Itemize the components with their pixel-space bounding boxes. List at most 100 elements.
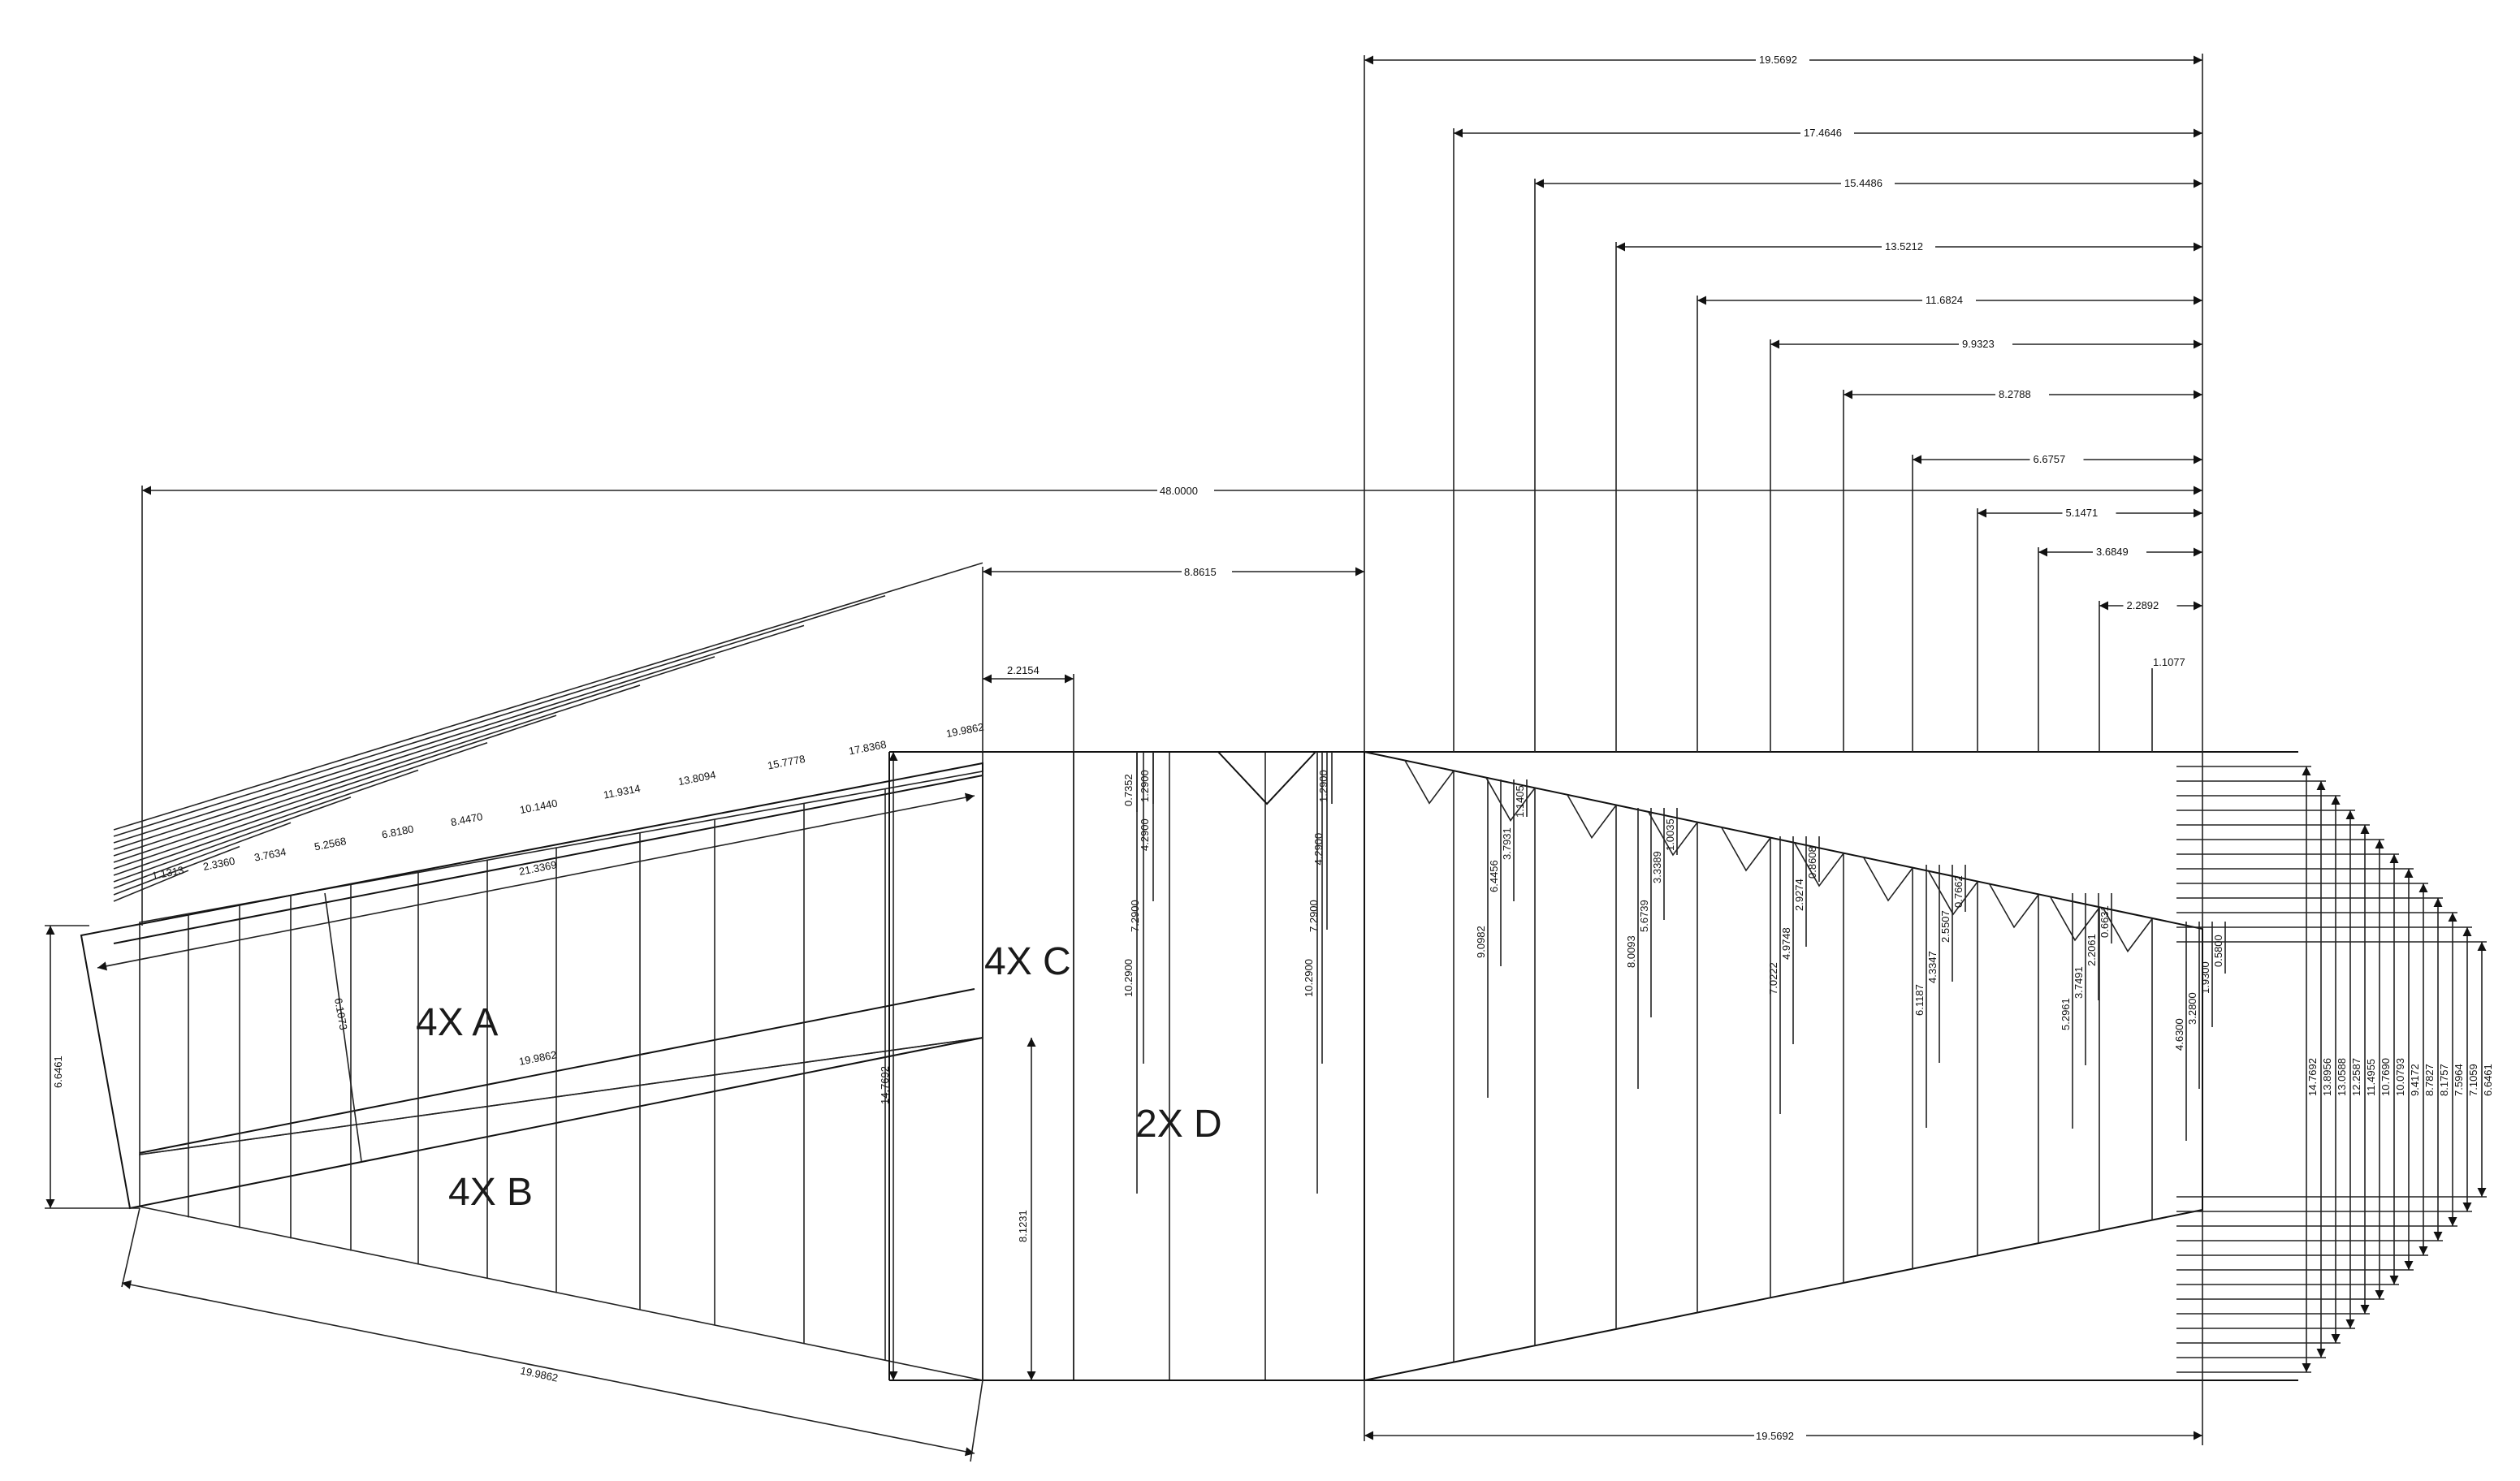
d-left-dim: 7.2900 — [1129, 900, 1141, 932]
c-width-dim: 2.2154 — [1007, 664, 1040, 676]
a-station-dim: 10.1440 — [519, 797, 559, 816]
profile-notch — [1928, 870, 1978, 916]
a-inner-length-dim: 19.9862 — [518, 1048, 558, 1068]
top-dim: 8.2788 — [1999, 388, 2031, 400]
a-station-dim: 11.9314 — [603, 782, 642, 801]
right-section-outline — [1364, 750, 2203, 1382]
profile-notch — [1794, 842, 1844, 887]
top-dim: 19.5692 — [1759, 54, 1797, 66]
profile-notch — [1721, 827, 1771, 872]
profile-dim: 1.9300 — [2199, 961, 2211, 994]
top-horizontal-dimensions: 19.5692 17.4646 15.4486 13.5212 11.6824 9.932… — [1364, 53, 2203, 929]
top-dim: 3.6849 — [2096, 546, 2129, 558]
profile-dim: 7.0222 — [1767, 962, 1779, 995]
top-dim: 17.4646 — [1804, 127, 1842, 139]
part-c-region — [982, 751, 1074, 1381]
d-left-dim: 1.2900 — [1139, 770, 1151, 802]
profile-dim: 1.0035 — [1664, 818, 1676, 851]
profile-dim: 2.5507 — [1939, 910, 1952, 943]
a-diag-dim: 6.1073 — [332, 997, 350, 1031]
a-station-dim: 6.8180 — [381, 823, 415, 840]
stack-dim: 13.0588 — [2336, 1058, 2348, 1096]
profile-notch — [2103, 908, 2153, 953]
profile-dim: 3.7491 — [2073, 966, 2085, 999]
c-lower-dim: 8.1231 — [1017, 1210, 1029, 1242]
part-c-label: 4X C — [984, 940, 1071, 983]
a-fan-line — [113, 742, 488, 870]
a-fan-line — [113, 594, 886, 837]
bottom-width-dim: 19.5692 — [1756, 1430, 1794, 1442]
a-station-dim: 3.7634 — [253, 845, 287, 863]
d-left-dim: 4.2900 — [1139, 818, 1151, 851]
profile-notch — [1567, 794, 1617, 840]
d-right-dim: 10.2900 — [1303, 959, 1315, 997]
a-station-dim: 13.8094 — [677, 769, 717, 788]
top-dim: 1.1077 — [2153, 656, 2185, 668]
profile-notch — [2050, 896, 2100, 942]
overall-width-dim: 48.0000 — [1160, 485, 1198, 497]
stack-dim: 6.6461 — [2482, 1064, 2494, 1096]
c-offset-dim: 8.8615 — [1184, 566, 1217, 578]
stack-dim: 10.7690 — [2380, 1058, 2392, 1096]
part-d-label: 2X D — [1135, 1103, 1222, 1146]
b-length-dim: 19.9862 — [519, 1364, 559, 1384]
a-height-dim: 6.6461 — [52, 1056, 64, 1088]
profile-dim: 4.9748 — [1780, 927, 1792, 960]
stack-dim: 13.8956 — [2321, 1058, 2333, 1096]
profile-dim: 8.0093 — [1625, 935, 1637, 968]
a-station-dim: 15.7778 — [767, 753, 806, 772]
top-dim: 5.1471 — [2066, 507, 2099, 519]
a-fan-line — [113, 624, 805, 844]
a-station-dim: 17.8368 — [848, 738, 888, 758]
profile-dim: 3.3389 — [1651, 851, 1663, 883]
profile-dim: 5.2961 — [2060, 998, 2072, 1030]
top-dim: 15.4486 — [1844, 177, 1882, 189]
stack-dim: 7.5964 — [2453, 1064, 2465, 1096]
c-height-dim: 14.7692 — [879, 1066, 891, 1104]
a-length-dim: 21.3369 — [518, 858, 558, 878]
stack-dim: 9.4172 — [2409, 1064, 2421, 1096]
profile-notch — [1989, 883, 2039, 929]
profile-notch — [1485, 777, 1536, 822]
a-fan-line — [113, 656, 715, 850]
top-dim: 6.6757 — [2034, 453, 2066, 465]
a-station-dim: 19.9862 — [945, 720, 985, 740]
profile-dim: 5.6739 — [1638, 900, 1650, 932]
stack-dim: 8.7827 — [2423, 1064, 2436, 1096]
top-dim: 2.2892 — [2127, 599, 2159, 611]
profile-dim: 6.1187 — [1913, 984, 1926, 1016]
profile-dim: 3.7931 — [1501, 827, 1513, 860]
stack-dim: 10.0793 — [2394, 1058, 2406, 1096]
d-left-dim: 0.7352 — [1122, 774, 1135, 806]
top-dim: 11.6824 — [1926, 294, 1963, 306]
stack-dim: 11.4955 — [2365, 1059, 2377, 1096]
profile-dim: 3.2800 — [2186, 992, 2198, 1025]
profile-dim: 4.3347 — [1926, 951, 1939, 983]
d-left-dim: 10.2900 — [1122, 959, 1135, 997]
profile-dim: 0.6631 — [2099, 905, 2111, 938]
profile-dim: 2.2061 — [2086, 934, 2098, 966]
profile-dim: 1.1405 — [1514, 785, 1526, 818]
part-a-station-dimension-fan: 1.13132.33603.76345.25686.81808.447010.1… — [113, 562, 985, 902]
stack-dim: 8.1757 — [2438, 1064, 2450, 1096]
a-fan-line — [113, 797, 352, 883]
part-b-region — [139, 1037, 983, 1381]
profile-dim: 9.0982 — [1475, 926, 1487, 958]
right-station-lines — [1364, 55, 2153, 1362]
part-a-station-lines — [188, 771, 983, 1380]
a-fan-line — [113, 562, 983, 831]
profile-dim: 2.9274 — [1793, 879, 1805, 911]
top-dim: 13.5212 — [1885, 240, 1923, 253]
part-a-label: 4X A — [416, 1001, 498, 1044]
part-a-region — [139, 771, 983, 1155]
profile-dim: 4.6300 — [2173, 1018, 2185, 1051]
profile-notch — [1404, 760, 1455, 805]
a-station-dim: 2.3360 — [202, 855, 236, 873]
a-station-dim: 8.4470 — [450, 810, 484, 828]
a-fan-line — [113, 684, 641, 857]
stack-dim: 7.1059 — [2467, 1064, 2479, 1096]
top-dim: 9.9323 — [1962, 338, 1995, 350]
profile-dim: 0.5800 — [2212, 935, 2224, 967]
stack-dim: 12.2587 — [2350, 1058, 2362, 1096]
